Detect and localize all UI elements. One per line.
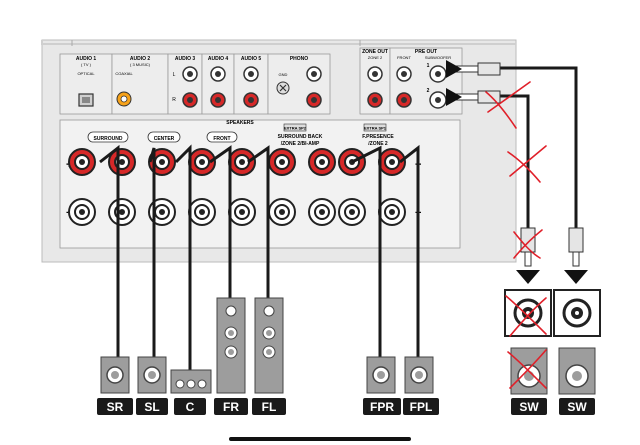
rca-plug-1 (451, 62, 501, 76)
gnd-label: GND (279, 72, 288, 77)
audio1-label: AUDIO 1 (76, 56, 97, 62)
sub-ch1-label: 1 (427, 63, 430, 69)
zone2-label: /ZONE 2 (368, 141, 388, 147)
input-section: AUDIO 1 ( TV ) OPTICAL AUDIO 2 ( 3 MUSIC… (59, 53, 331, 115)
speaker-sr-icon (100, 356, 130, 394)
speaker-fpl-icon (404, 356, 434, 394)
cross-mark-4 (505, 295, 547, 337)
l-label-audio3: L (173, 72, 176, 78)
speakers (100, 297, 596, 395)
label-c: C (186, 400, 195, 414)
label-fl: FL (262, 400, 277, 414)
zone-out-sub: ZONE 2 (368, 55, 383, 60)
cross-mark-2 (507, 145, 547, 183)
label-sr: SR (107, 400, 124, 414)
speaker-c-icon (170, 369, 212, 394)
audio2-label: AUDIO 2 (130, 56, 151, 62)
audio1-sub: ( TV ) (81, 62, 92, 67)
surround-label: SURROUND (94, 136, 123, 142)
audio4-label: AUDIO 4 (208, 56, 229, 62)
cross-mark-1 (485, 81, 531, 129)
speaker-terminals-section: SPEAKERS SURROUND CENTER FRONT EXTRA SP2… (59, 119, 461, 249)
label-sw-2: SW (567, 400, 587, 414)
phono-label: PHONO (290, 56, 308, 62)
terminal-minus (378, 198, 406, 226)
subwoofer-input-panels (504, 289, 601, 337)
terminal-minus (308, 198, 336, 226)
speaker-fpr-icon (366, 356, 396, 394)
label-sw-1: SW (519, 400, 539, 414)
subwoofer-2-icon (558, 347, 596, 395)
home-indicator (229, 437, 411, 441)
terminal-minus (108, 198, 136, 226)
speaker-fr-icon (216, 297, 246, 394)
rca-plug-4 (568, 227, 584, 267)
audio3-label: AUDIO 3 (175, 56, 196, 62)
terminal-minus (338, 198, 366, 226)
speaker-sl-icon (137, 356, 167, 394)
arrow-down-icon-1 (516, 270, 540, 284)
zone2-biamp-label: /ZONE 2/BI-AMP (281, 141, 320, 147)
terminal-plus (188, 148, 216, 176)
speaker-fl-icon (254, 297, 284, 394)
arrow-left-icon-2 (446, 88, 462, 106)
r-label-audio3: R (172, 97, 176, 103)
terminal-minus (188, 198, 216, 226)
speaker-labels: SR SL C FR FL FPR FPL SW SW (97, 398, 595, 415)
speaker-cables (99, 144, 420, 372)
pre-out-subwoofer: SUBWOOFER (425, 55, 451, 60)
arrow-left-icon-1 (446, 60, 462, 78)
terminal-minus (268, 198, 296, 226)
label-sl: SL (144, 400, 159, 414)
extra-sp2-label: EXTRA SP2 (284, 126, 307, 131)
speakers-title: SPEAKERS (226, 120, 254, 126)
terminal-plus (228, 148, 256, 176)
cross-mark-5 (507, 349, 547, 389)
surround-back-label: SURROUND BACK (278, 134, 323, 140)
cross-mark-3 (513, 229, 543, 259)
label-fpl: FPL (410, 400, 433, 414)
optical-label: OPTICAL (77, 71, 95, 76)
terminal-plus (268, 148, 296, 176)
audio2-sub: ( 3 MUSIC) (130, 62, 151, 67)
pre-out-title: PRE OUT (415, 49, 437, 55)
terminal-plus (308, 148, 336, 176)
center-label: CENTER (154, 136, 175, 142)
pre-out-front: FRONT (397, 55, 411, 60)
terminal-minus (68, 198, 96, 226)
front-label: FRONT (213, 136, 230, 142)
label-fr: FR (223, 400, 239, 414)
extra-sp1-label: EXTRA SP1 (364, 126, 387, 131)
audio5-label: AUDIO 5 (241, 56, 262, 62)
rca-jacks-inputs (182, 66, 322, 108)
zone-pre-out-section: ZONE OUT ZONE 2 PRE OUT FRONT SUBWOOFER … (359, 47, 463, 115)
presence-label: F.PRESENCE (362, 134, 394, 140)
red-cross-annotations (485, 81, 547, 389)
arrow-down-icon-2 (564, 270, 588, 284)
zone-out-title: ZONE OUT (362, 49, 388, 55)
terminal-minus (228, 198, 256, 226)
terminal-plus (68, 148, 96, 176)
gnd-terminal (276, 81, 290, 95)
sub-ch2-label: 2 (427, 88, 430, 94)
label-fpr: FPR (370, 400, 394, 414)
coaxial-label: COAXIAL (115, 71, 133, 76)
